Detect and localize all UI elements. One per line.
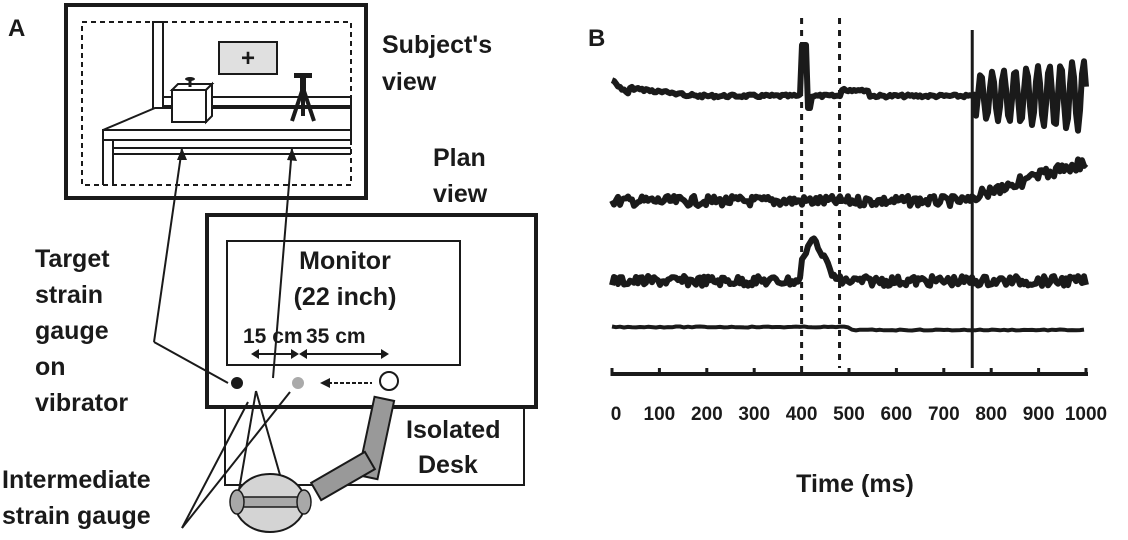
x-tick-label: 100 xyxy=(644,404,676,425)
x-tick-label: 600 xyxy=(881,404,913,425)
x-tick-label: 200 xyxy=(691,404,723,425)
monitor-label-2: (22 inch) xyxy=(294,283,397,311)
subject-view-box: + xyxy=(64,3,368,200)
fixation-screen xyxy=(218,41,278,75)
monitor-screen xyxy=(226,240,461,366)
target-label-1: Target xyxy=(35,245,110,273)
movement-arrow xyxy=(320,378,372,388)
trace-baseline xyxy=(611,324,1085,333)
x-tick-label: 1000 xyxy=(1065,404,1107,425)
x-tick-label: 300 xyxy=(738,404,770,425)
intermediate-dot xyxy=(292,377,304,389)
trace-intermediate-strain xyxy=(609,156,1089,209)
isolated-desk-label-2: Desk xyxy=(418,451,478,479)
isolated-desk-label-1: Isolated xyxy=(406,416,500,444)
vibrator-box xyxy=(169,77,215,125)
x-tick-label: 500 xyxy=(833,404,865,425)
subject-view-label-1: Subject's xyxy=(382,31,492,59)
plan-view-label-2: view xyxy=(433,180,488,208)
x-tick-label: 900 xyxy=(1023,404,1055,425)
leader-lines xyxy=(153,147,293,529)
intermediate-label-2: strain gauge xyxy=(2,502,151,530)
x-axis-title: Time (ms) xyxy=(796,470,914,498)
x-tick-label: 400 xyxy=(786,404,818,425)
intermediate-label-1: Intermediate xyxy=(2,466,151,494)
panel-a-label: A xyxy=(8,15,25,42)
plan-view-label-1: Plan xyxy=(433,144,486,172)
panel-b-label: B xyxy=(588,25,605,52)
trace-target-strain xyxy=(610,42,1089,134)
start-position-circle xyxy=(379,371,399,391)
x-tick-label: 700 xyxy=(928,404,960,425)
x-tick-label: 800 xyxy=(975,404,1007,425)
trace-emg xyxy=(609,235,1089,289)
target-label-3: gauge xyxy=(35,317,109,345)
target-label-4: on xyxy=(35,353,66,381)
subject-view-label-2: view xyxy=(382,68,437,96)
x-axis: 0 100 200 300 400 500 600 700 800 900 1000 xyxy=(610,368,1107,425)
subject-figure xyxy=(229,390,396,533)
tripod xyxy=(290,73,316,122)
target-label-2: strain xyxy=(35,281,103,309)
leader-arrowheads xyxy=(177,148,297,161)
target-label-5: vibrator xyxy=(35,389,128,417)
signal-traces xyxy=(609,42,1089,333)
distance-35cm: 35 cm xyxy=(306,325,366,348)
target-dot xyxy=(231,377,243,389)
monitor-label-1: Monitor xyxy=(299,247,391,275)
x-tick-label: 0 xyxy=(611,404,622,425)
distance-15cm: 15 cm xyxy=(243,325,303,348)
fixation-cross: + xyxy=(241,45,255,72)
